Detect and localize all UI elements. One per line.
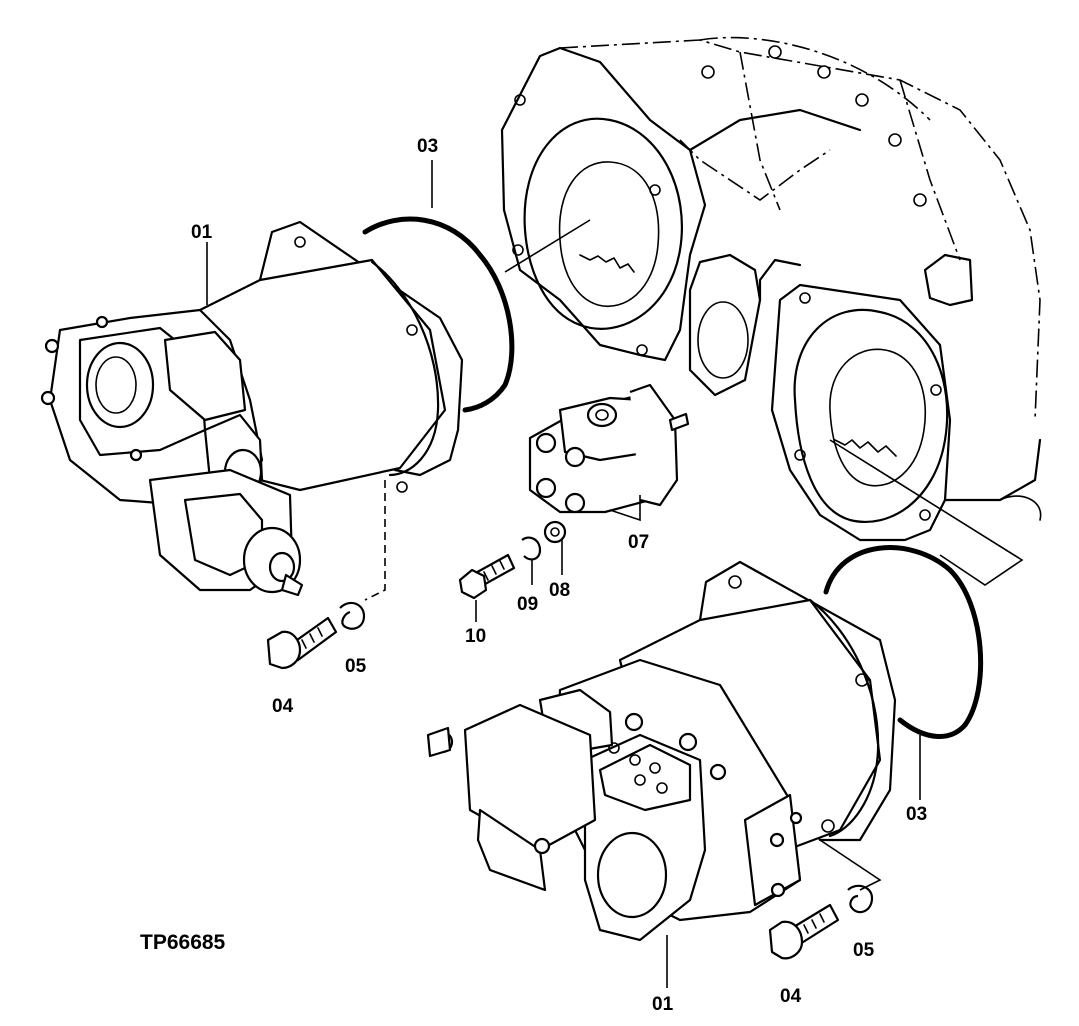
callout-07: 07: [628, 532, 649, 553]
fasteners-upper: [266, 480, 567, 670]
hydraulic-motor-lower: [426, 560, 897, 942]
callout-03-upper: 03: [417, 136, 438, 157]
figure-id: TP66685: [140, 931, 226, 954]
callout-09: 09: [517, 594, 538, 615]
callout-01-lower: 01: [652, 994, 674, 1015]
callout-10: 10: [465, 626, 486, 647]
o-ring-lower: [823, 545, 984, 739]
o-ring-upper: [362, 216, 515, 413]
gearbox-housing: [500, 36, 1042, 586]
callout-03-lower: 03: [906, 804, 927, 825]
hydraulic-motor-upper: [40, 220, 464, 597]
callout-leaders: [206, 160, 921, 988]
callout-05-upper: 05: [345, 656, 367, 677]
fasteners-lower: [768, 839, 882, 960]
callout-08: 08: [549, 580, 570, 601]
callout-01-upper: 01: [191, 222, 213, 243]
callout-04-upper: 04: [272, 696, 294, 717]
gear-pump: [528, 383, 690, 522]
callout-04-lower: 04: [780, 986, 802, 1007]
callout-05-lower: 05: [853, 940, 875, 961]
